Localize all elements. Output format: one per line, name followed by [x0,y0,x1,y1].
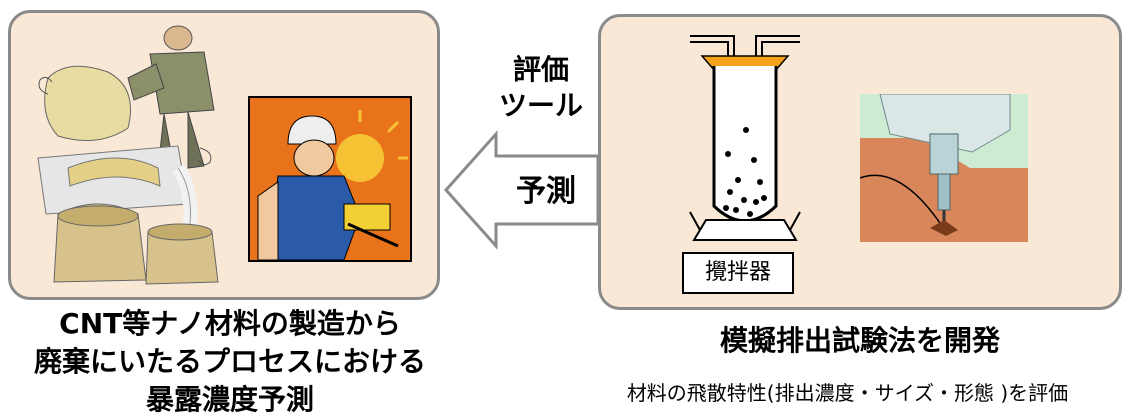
right-caption-subtitle: 材料の飛散特性(排出濃度・サイズ・形態 )を評価 [626,381,1069,405]
stirred-tube-apparatus [689,35,801,241]
left-caption-line3: 暴露濃度予測 [145,383,314,416]
right-caption-title: 模擬排出試験法を開発 [719,324,1000,357]
predict-label: 予測 [516,174,576,209]
factory-workers-clipart [37,25,219,285]
worker-welding-clipart [248,96,412,262]
eval-tool-line2: ツール [498,89,583,122]
stirrer-label: 攪拌器 [682,252,794,294]
evaluation-tool-label: 評価 ツール [486,52,596,124]
left-caption-line1: CNT等ナノ材料の製造から [59,307,401,340]
eval-tool-line1: 評価 [512,53,569,86]
left-caption-line2: 廃棄にいたるプロセスにおける [33,345,426,378]
left-caption: CNT等ナノ材料の製造から 廃棄にいたるプロセスにおける 暴露濃度予測 [0,305,460,419]
drill-clipart [860,94,1028,242]
